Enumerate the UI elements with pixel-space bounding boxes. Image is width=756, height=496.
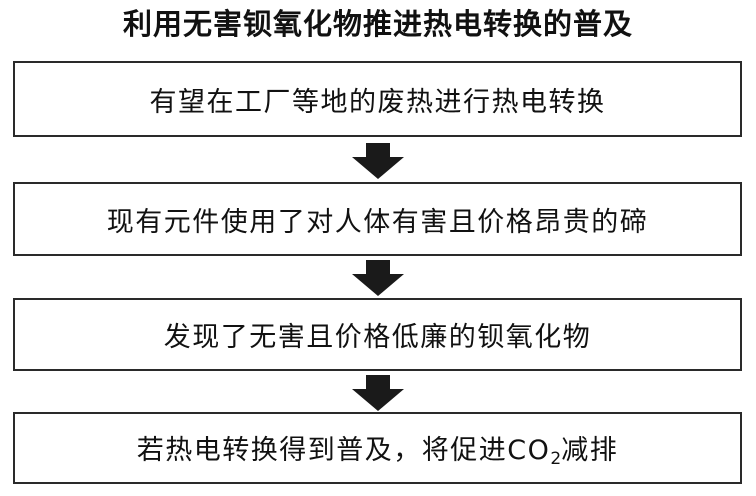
down-arrow-shape <box>352 143 404 179</box>
flow-step-text-4-before: 若热电转换得到普及，将促进CO <box>136 434 551 466</box>
flow-step-box-1: 有望在工厂等地的废热进行热电转换 <box>13 61 742 137</box>
flow-step-text-4: 若热电转换得到普及，将促进CO2减排 <box>137 428 618 469</box>
down-arrow-icon <box>352 143 404 179</box>
down-arrow-icon <box>352 375 404 411</box>
down-arrow-shape <box>352 375 404 411</box>
flow-step-text-1: 有望在工厂等地的废热进行热电转换 <box>149 86 606 118</box>
flow-step-box-3: 发现了无害且价格低廉的钡氧化物 <box>13 298 742 371</box>
diagram-title: 利用无害钡氧化物推进热电转换的普及 <box>122 7 633 41</box>
flow-step-box-4: 若热电转换得到普及，将促进CO2减排 <box>13 412 742 484</box>
flow-step-text-4-after: 减排 <box>561 434 619 466</box>
down-arrow-icon <box>352 260 404 296</box>
flow-step-text-2: 现有元件使用了对人体有害且价格昂贵的碲 <box>106 206 649 238</box>
flow-step-text-3: 发现了无害且价格低廉的钡氧化物 <box>163 322 592 353</box>
co2-subscript: 2 <box>550 448 562 469</box>
down-arrow-shape <box>352 260 404 296</box>
flow-step-box-2: 现有元件使用了对人体有害且价格昂贵的碲 <box>13 182 742 256</box>
